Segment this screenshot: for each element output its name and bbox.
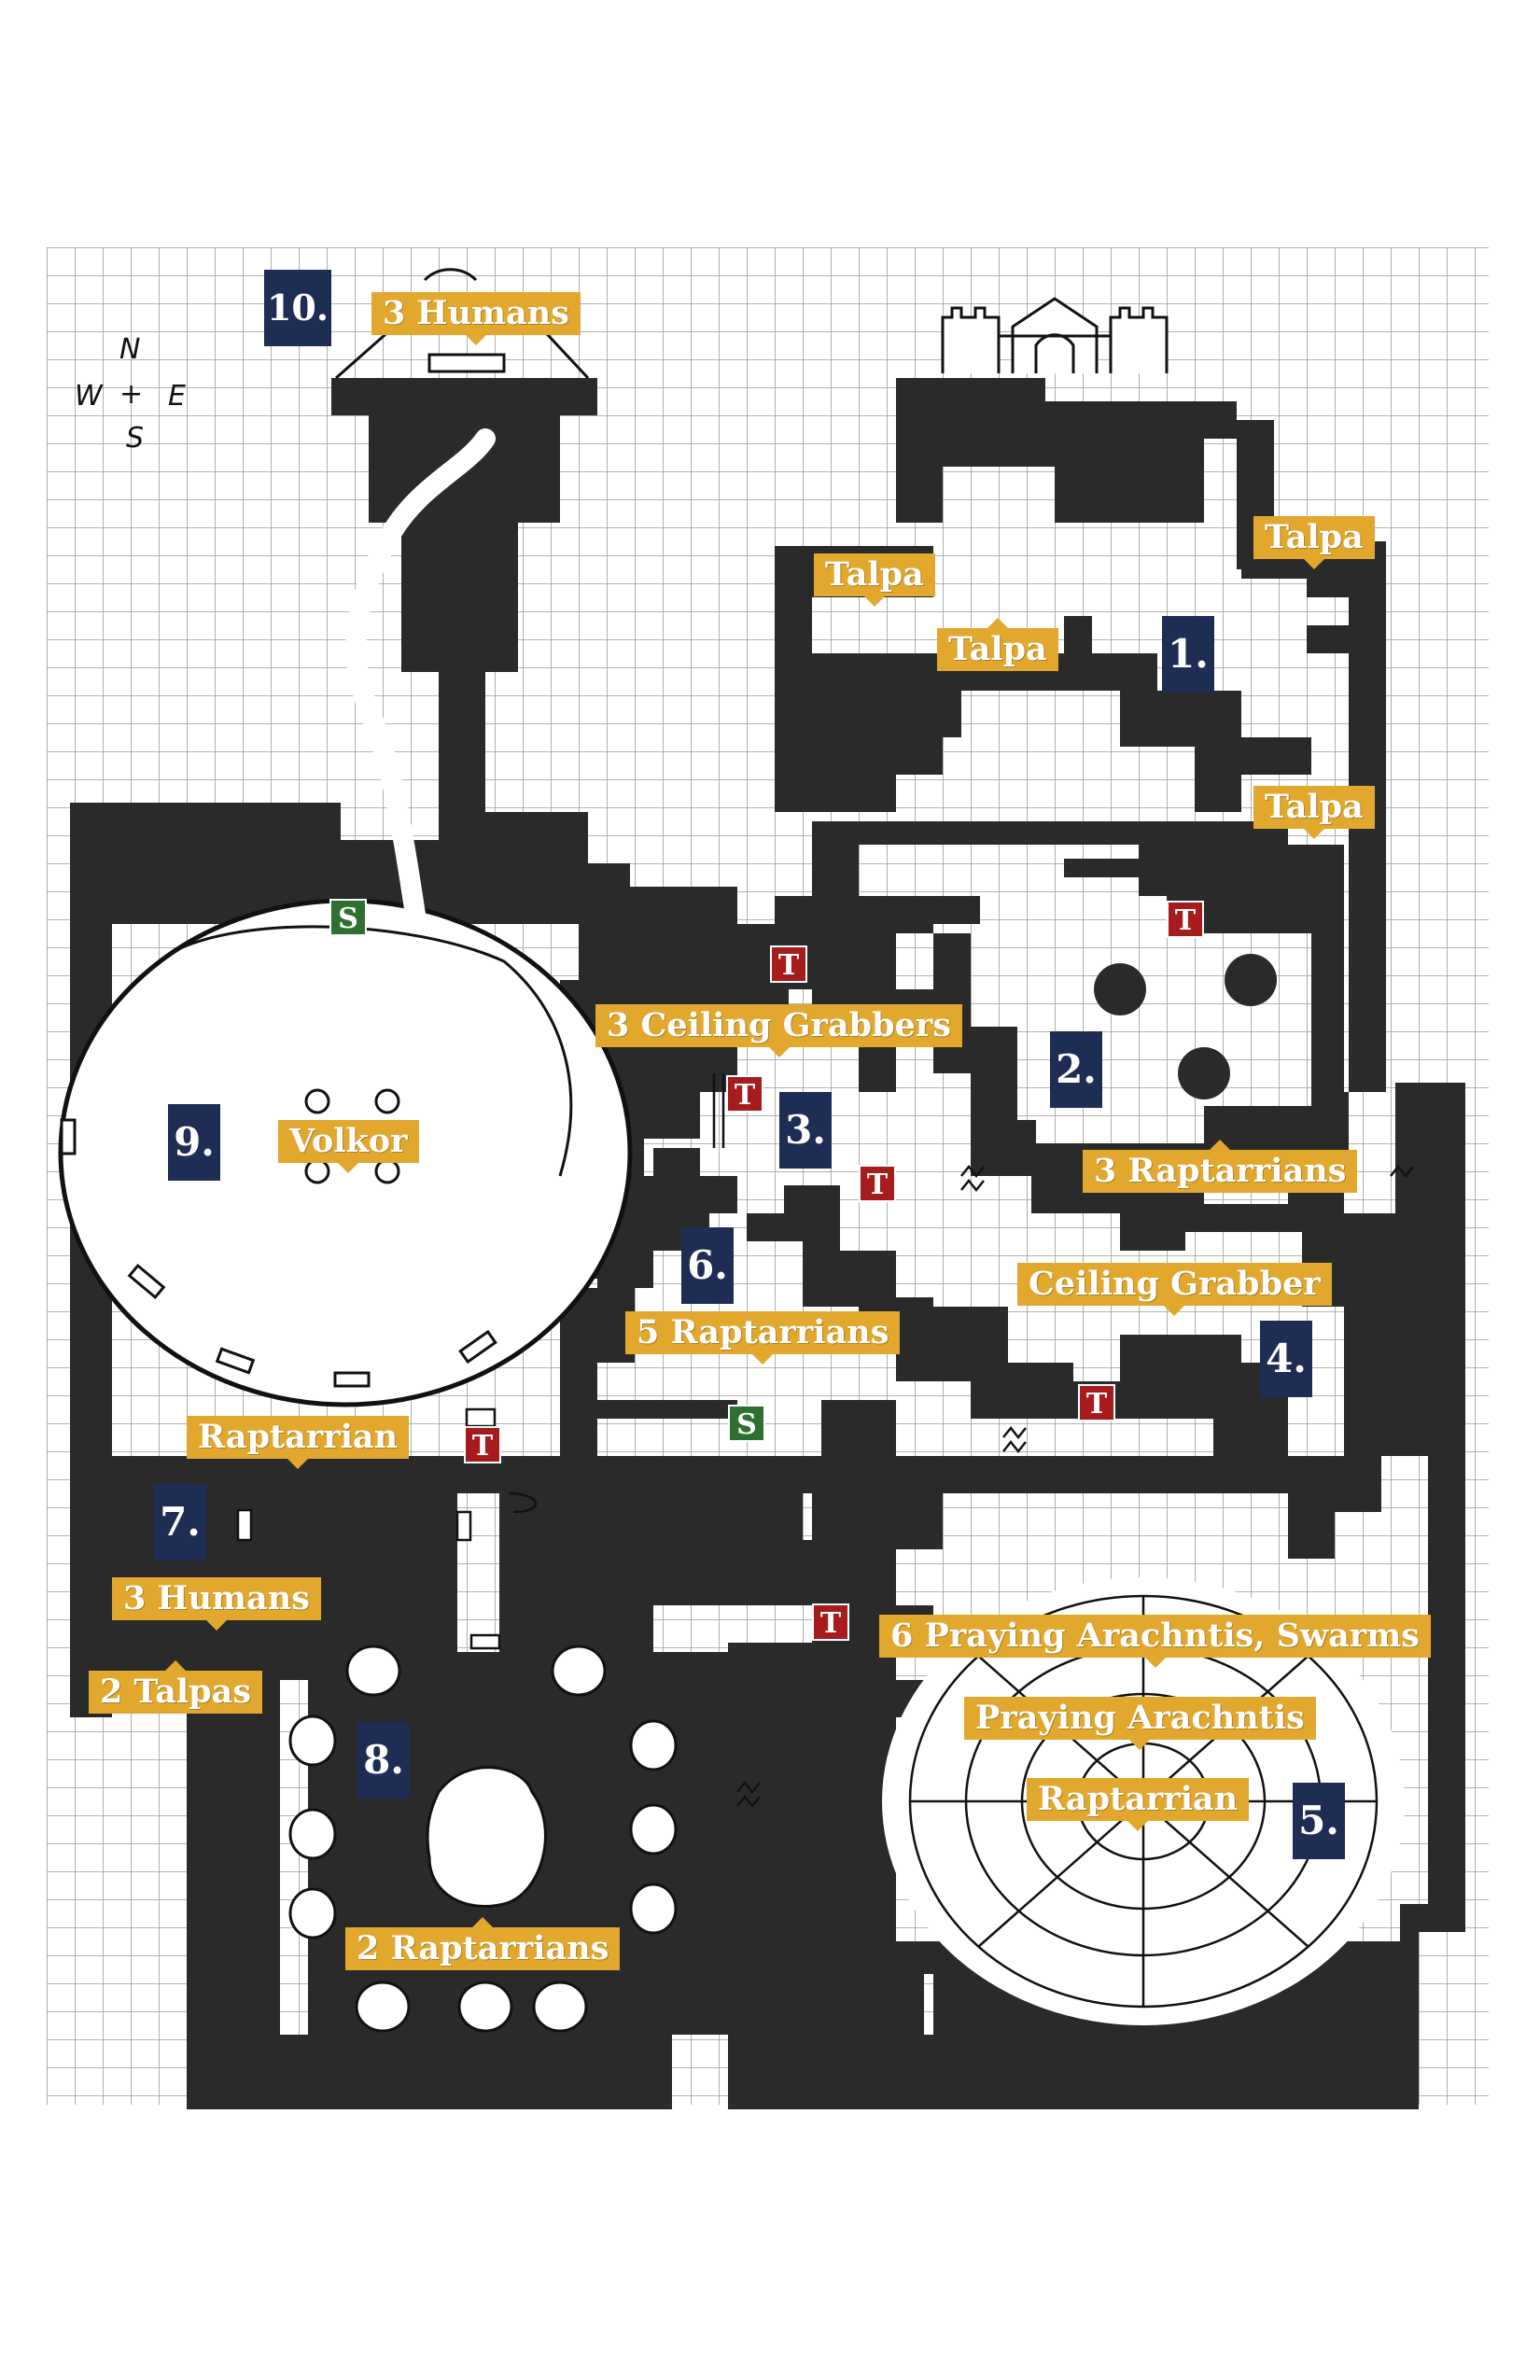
secret-door-marker: S <box>329 899 367 936</box>
label-room10-humans: 3 Humans <box>371 292 581 345</box>
label-talpa-east: Talpa <box>1253 786 1375 839</box>
trap-marker: T <box>859 1165 896 1202</box>
room-number-10: 10. <box>264 270 331 346</box>
trap-marker: T <box>1167 901 1204 938</box>
label-talpas-2: 2 Talpas <box>89 1660 263 1714</box>
castle-silhouette <box>941 297 1169 373</box>
trap-marker: T <box>726 1075 763 1113</box>
room-number-2: 2. <box>1050 1031 1102 1108</box>
label-talpa-north-east: Talpa <box>1253 516 1375 569</box>
trap-marker: T <box>1078 1384 1115 1421</box>
trap-marker: T <box>770 945 807 983</box>
label-praying-arachntis: Praying Arachntis <box>964 1697 1316 1750</box>
label-talpa-middle: Talpa <box>937 618 1058 671</box>
room-number-6: 6. <box>681 1227 734 1304</box>
trap-marker: T <box>812 1603 849 1641</box>
room-8-pillars <box>288 1645 678 2033</box>
label-raptarrian-5: Raptarrian <box>1027 1778 1250 1831</box>
compass-south: S <box>126 422 145 455</box>
label-humans-7: 3 Humans <box>112 1577 321 1631</box>
label-ceiling-grabbers: 3 Ceiling Grabbers <box>595 1004 963 1057</box>
room-2-pillars <box>1094 954 1277 1099</box>
trap-marker: T <box>464 1426 501 1463</box>
label-talpa-north-west: Talpa <box>814 553 935 607</box>
secret-door-marker: S <box>728 1405 765 1442</box>
label-raptarrians-8: 2 Raptarrians <box>345 1917 621 1970</box>
label-volkor: Volkor <box>278 1120 419 1173</box>
label-ceiling-grabber: Ceiling Grabber <box>1017 1263 1332 1316</box>
label-raptarrians-5: 5 Raptarrians <box>625 1311 901 1365</box>
winding-path <box>345 428 496 925</box>
compass-west: W <box>75 380 103 413</box>
label-praying-arachntis-swarms: 6 Praying Arachntis, Swarms <box>879 1615 1431 1668</box>
room-number-3: 3. <box>779 1092 832 1169</box>
room-number-4: 4. <box>1260 1321 1312 1397</box>
room-number-5: 5. <box>1293 1783 1345 1859</box>
room-number-1: 1. <box>1162 616 1214 693</box>
room-number-7: 7. <box>154 1484 206 1561</box>
room-number-9: 9. <box>168 1104 220 1181</box>
compass-east: E <box>168 380 186 413</box>
room-number-8: 8. <box>357 1722 410 1799</box>
label-raptarrian-7: Raptarrian <box>187 1416 410 1469</box>
compass-cross-icon: + <box>119 378 144 411</box>
compass-north: N <box>119 333 141 366</box>
label-raptarrians-3: 3 Raptarrians <box>1083 1140 1358 1193</box>
